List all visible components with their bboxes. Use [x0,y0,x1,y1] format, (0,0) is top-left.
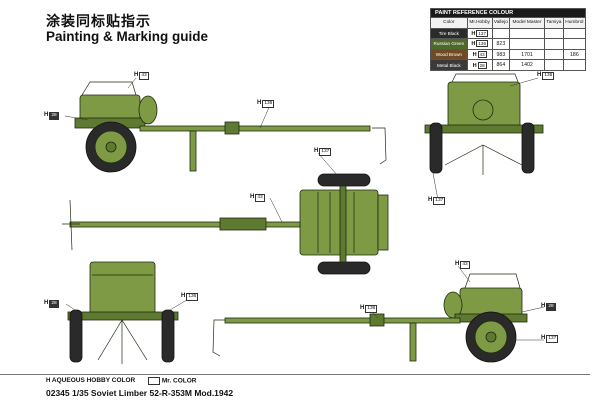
table-title: PAINT REFERENCE COLOUR [430,8,586,18]
wheel-top [317,173,371,187]
tow-pole [224,317,461,324]
slats [317,192,355,253]
brace [97,319,148,364]
legend-mr-color: Mr. COLOR [148,377,196,385]
seat-frame [377,194,389,251]
hook [212,319,225,357]
tank [138,95,158,125]
vallejo-cell: 864 [491,59,511,71]
pole-end [62,199,80,251]
side-view-right [212,273,528,363]
pole-stand [409,322,417,362]
legend-swatch [148,377,160,385]
wheel-bottom [317,261,371,275]
seat-rail [81,81,137,96]
hub-cap [105,141,117,153]
model-master-cell: 1402 [509,59,545,71]
tank-end [472,99,494,121]
axle [424,124,544,134]
seat-rail [451,73,519,83]
wheel [429,122,443,174]
tow-pole [139,125,371,132]
footer-title: 02345 1/35 Soviet Limber 52-R-353M Mod.1… [46,388,234,398]
pole-bracket [224,121,240,135]
paint-reference-table: PAINT REFERENCE COLOUR Color Mr.Hobby Va… [430,8,587,71]
seat-rail [464,273,521,289]
humbrol-cell [562,59,587,71]
brace [444,144,523,175]
front-view-left [67,261,179,364]
rear-view-right [424,73,544,175]
top-view-middle [62,173,389,275]
axle-top [339,185,347,263]
leader-lines [64,77,545,341]
wheel [69,309,83,363]
pole-stand [189,130,197,172]
wheel [521,122,535,174]
cart-body [89,261,156,319]
wheel [161,309,175,363]
tow-pole-top [69,221,301,228]
pole-bracket [369,313,385,327]
hub-cap [485,331,497,343]
col-header: Model Master [509,17,545,29]
axle [67,311,179,321]
hook [372,127,387,165]
legend-aqueous: H AQUEOUS HOBBY COLOR [46,377,136,384]
title-chinese: 涂装同标贴指示 [46,14,151,30]
title-english: Painting & Marking guide [46,29,209,44]
footer-divider [0,374,590,375]
pole-clamp [219,217,267,231]
col-header: Vallejo [491,17,511,29]
cart-body-top [299,189,379,256]
col-header: Humbrol [562,17,587,29]
side-view-left [74,81,387,173]
